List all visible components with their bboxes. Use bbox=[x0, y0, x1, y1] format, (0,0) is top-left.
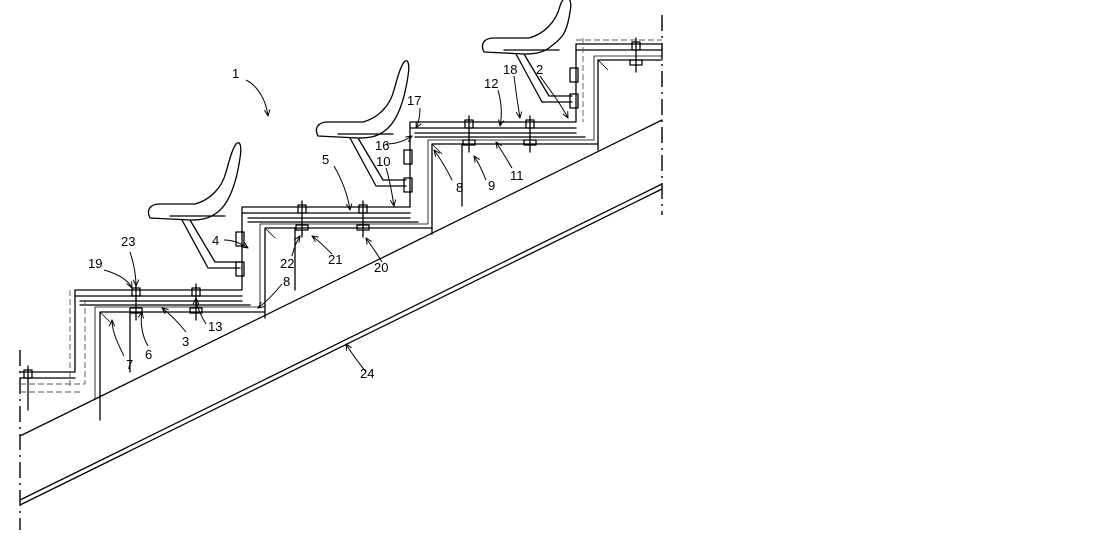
seat-2 bbox=[315, 60, 410, 187]
bolts bbox=[23, 37, 643, 411]
label-3: 3 bbox=[182, 334, 189, 349]
label-5: 5 bbox=[322, 152, 329, 167]
label-12: 12 bbox=[484, 76, 498, 91]
label-8b: 8 bbox=[456, 180, 463, 195]
tread-plates bbox=[19, 49, 663, 379]
label-7: 7 bbox=[126, 357, 133, 372]
bolt bbox=[462, 115, 476, 153]
label-9: 9 bbox=[488, 178, 495, 193]
label-11: 11 bbox=[510, 168, 524, 183]
label-19: 19 bbox=[88, 256, 102, 271]
bolt bbox=[295, 200, 309, 238]
seat-3 bbox=[481, 0, 573, 103]
label-21: 21 bbox=[328, 252, 342, 267]
label-17: 17 bbox=[407, 93, 421, 108]
bolt bbox=[356, 200, 370, 238]
label-13: 13 bbox=[208, 319, 222, 334]
seat-1 bbox=[147, 142, 242, 269]
label-1: 1 bbox=[232, 66, 239, 81]
raker-beam bbox=[19, 119, 663, 506]
label-6: 6 bbox=[145, 347, 152, 362]
label-16: 16 bbox=[375, 138, 389, 153]
reference-numerals: 1 2 3 4 5 6 7 8 8 9 10 11 12 13 16 17 18… bbox=[88, 62, 543, 381]
bolt bbox=[23, 365, 33, 411]
bolt bbox=[629, 37, 643, 73]
label-24: 24 bbox=[360, 366, 374, 381]
label-20: 20 bbox=[374, 260, 388, 275]
label-2: 2 bbox=[536, 62, 543, 77]
bolt bbox=[129, 283, 143, 321]
hidden-lines bbox=[20, 38, 662, 393]
label-23: 23 bbox=[121, 234, 135, 249]
label-4: 4 bbox=[212, 233, 219, 248]
leader-lines bbox=[103, 75, 568, 373]
label-8a: 8 bbox=[283, 274, 290, 289]
label-18: 18 bbox=[503, 62, 517, 77]
stepped-frame bbox=[19, 43, 663, 421]
label-22: 22 bbox=[280, 256, 294, 271]
bolt bbox=[523, 115, 537, 153]
label-10: 10 bbox=[376, 154, 390, 169]
